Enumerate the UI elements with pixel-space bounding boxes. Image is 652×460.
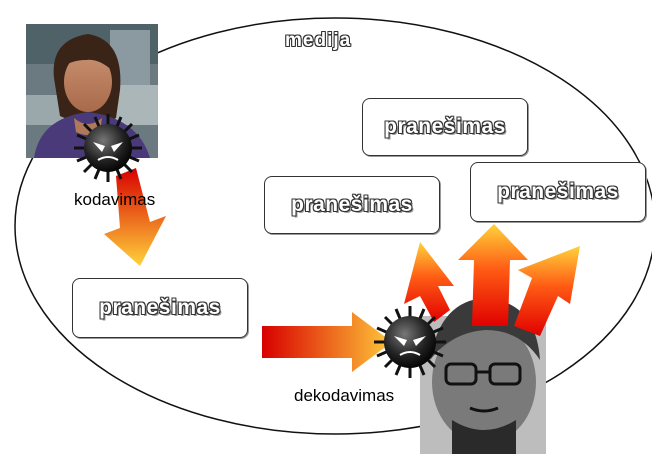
noise-germ-icon [74,114,142,182]
receiver-photo [420,298,546,454]
message-box: pranešimas [470,162,646,222]
message-box: pranešimas [362,98,528,156]
decode-label: dekodavimas [294,386,395,405]
fan-arrow-left [404,242,454,322]
decode-arrow [262,312,392,372]
message-box: pranešimas [72,278,248,338]
media-ellipse [14,17,652,435]
noise-germ-icon [374,306,446,378]
encode-label: kodavimas [74,190,156,209]
fan-arrow-right [514,246,580,336]
encode-arrow [104,168,166,266]
message-box: pranešimas [264,176,440,234]
fan-arrow-middle [458,224,528,326]
media-label: medija [285,30,352,51]
